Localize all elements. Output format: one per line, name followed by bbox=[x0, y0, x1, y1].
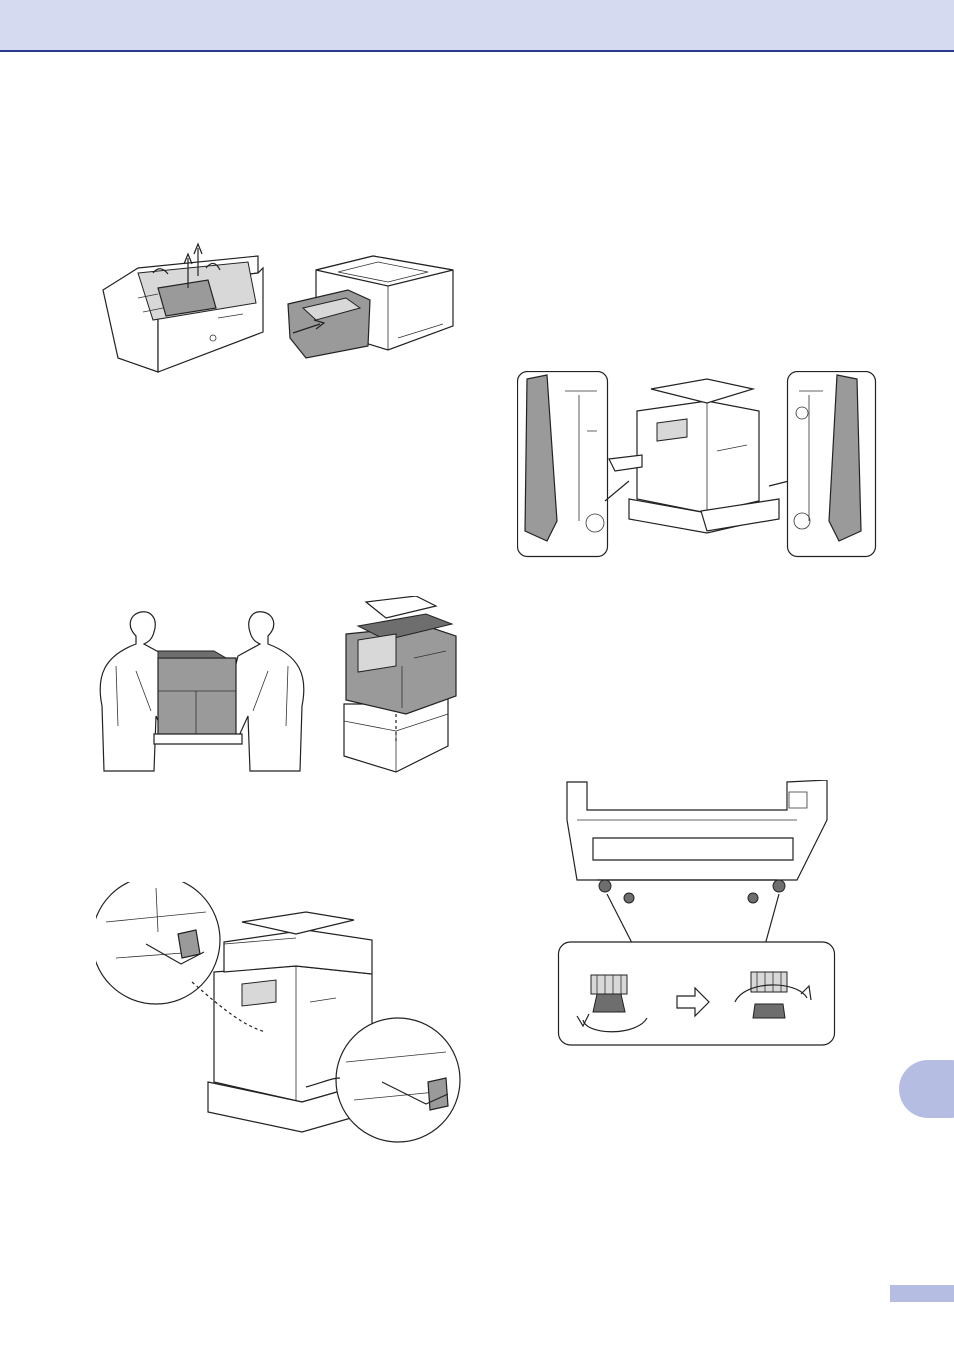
adjuster-feet-illustration bbox=[557, 780, 839, 1048]
side-cover-illustration bbox=[517, 371, 877, 559]
chapter-tab bbox=[899, 1060, 954, 1118]
page-header-band bbox=[0, 0, 954, 52]
page-number-tab bbox=[890, 1285, 954, 1302]
lifting-illustration bbox=[96, 596, 468, 786]
tray-illustration bbox=[98, 228, 460, 378]
bracket-illustration bbox=[96, 882, 468, 1144]
